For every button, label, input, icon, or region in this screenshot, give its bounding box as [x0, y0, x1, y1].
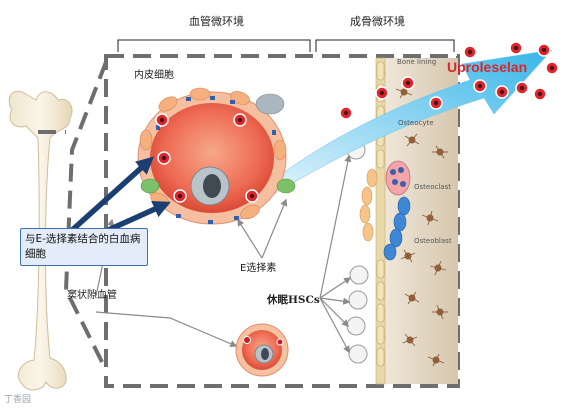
e-selectin-markers: [156, 96, 276, 224]
e-selectin-label: E选择素: [240, 263, 277, 274]
leukemia-cells: [155, 41, 559, 203]
sinusoid-label: 窦状隙血管: [67, 290, 117, 301]
stromal-cells: [359, 168, 378, 242]
drug-name-label: Uproleselan: [447, 59, 528, 75]
dormant-hscs-label: 休眠HSCs: [267, 294, 320, 306]
endothelial-cells-label: 内皮细胞: [134, 70, 174, 81]
nucleated-cell: [190, 166, 230, 206]
osteocyte-label: Osteocyte: [398, 119, 434, 127]
perivascular-cells: [140, 93, 296, 194]
endothelial-lining-cells: [139, 87, 287, 220]
osteoblast-label: Osteoblast: [414, 237, 452, 245]
osteoblast-cells: [383, 196, 411, 261]
osteoclast-label: Osteoclast: [414, 183, 451, 191]
osteoclast-cluster: [385, 160, 411, 196]
endosteal-niche-label: 成骨微环境: [350, 15, 405, 28]
watermark-text: 丁香园: [4, 395, 32, 405]
vascular-niche-label: 血管微环境: [189, 15, 244, 28]
dormant-hsc-cells: [346, 140, 369, 364]
leukemia-pointer-arrows: [68, 156, 171, 235]
sinusoid-vessel: [235, 323, 289, 377]
leukemia-cells-callout: 与E-选择素结合的白血病细胞: [20, 228, 148, 266]
bone-lining-label: Bone lining: [397, 58, 437, 66]
region-brackets: [117, 39, 455, 52]
hsc-pointer-arrows: [319, 154, 352, 354]
